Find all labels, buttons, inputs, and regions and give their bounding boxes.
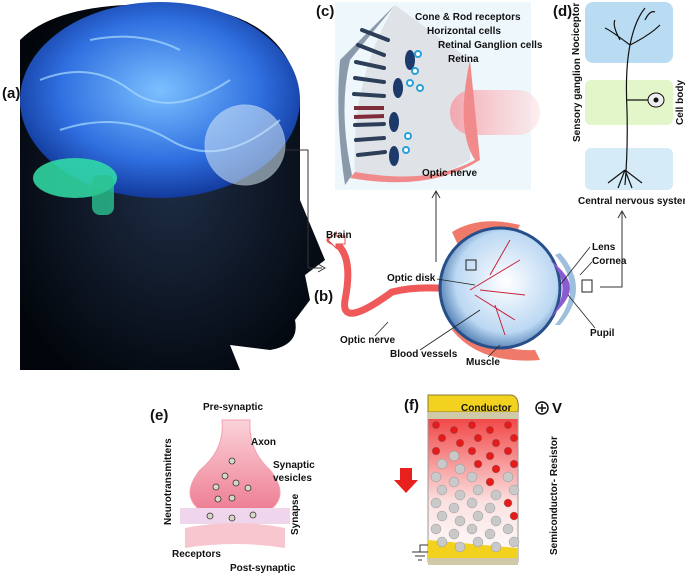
oxygen-vacancy-atom	[504, 447, 512, 455]
eyeball	[440, 228, 560, 348]
lattice-atom	[437, 511, 447, 521]
label-synaptic-vesicles-2: vesicles	[273, 473, 312, 484]
lattice-atom	[473, 485, 483, 495]
lattice-atom	[509, 537, 519, 547]
lattice-atom	[431, 472, 441, 482]
lattice-atom	[503, 472, 513, 482]
oxygen-vacancy-atom	[474, 434, 482, 442]
label-ganglion-cells: Retinal Ganglion cells	[438, 40, 543, 51]
oxygen-vacancy-atom	[468, 447, 476, 455]
label-optic-nerve-b: Optic nerve	[340, 335, 395, 346]
oxygen-vacancy-atom	[486, 452, 494, 460]
label-post-synaptic: Post-synaptic	[230, 563, 296, 574]
label-synapse: Synapse	[290, 493, 301, 535]
oxygen-vacancy-atom	[504, 421, 512, 429]
panel-label-f: (f)	[404, 397, 419, 414]
oxygen-vacancy-atom	[510, 460, 518, 468]
lattice-atom	[485, 529, 495, 539]
lattice-atom	[473, 537, 483, 547]
lattice-atom	[437, 459, 447, 469]
label-retina: Retina	[448, 54, 479, 65]
lattice-atom	[503, 524, 513, 534]
label-cell-body: Cell body	[675, 80, 685, 125]
label-optic-nerve-c: Optic nerve	[422, 168, 477, 179]
lattice-atom	[449, 503, 459, 513]
label-cns: Central nervous system	[578, 196, 685, 207]
oxygen-vacancy-atom	[432, 421, 440, 429]
light-beam	[450, 90, 540, 135]
oxygen-vacancy-atom	[474, 460, 482, 468]
lattice-atom	[449, 451, 459, 461]
oxygen-vacancy-atom	[504, 499, 512, 507]
label-cornea: Cornea	[592, 256, 627, 267]
lattice-atom	[485, 503, 495, 513]
lattice-atom	[449, 529, 459, 539]
panel-label-a: (a)	[2, 85, 20, 102]
label-cone-rod: Cone & Rod receptors	[415, 12, 521, 23]
eye-magnifier-circle	[205, 105, 285, 185]
oxygen-vacancy-atom	[510, 512, 518, 520]
lattice-atom	[431, 524, 441, 534]
lattice-atom	[467, 472, 477, 482]
lattice-atom	[491, 516, 501, 526]
ground-icon	[412, 545, 428, 560]
lattice-atom	[467, 498, 477, 508]
label-horizontal-cells: Horizontal cells	[427, 26, 501, 37]
label-conductor: Conductor	[461, 403, 512, 414]
label-voltage: V	[552, 400, 562, 417]
label-neurotransmitters: Neurotransmitters	[163, 438, 174, 525]
oxygen-vacancy-atom	[456, 439, 464, 447]
lattice-atom	[491, 490, 501, 500]
oxygen-vacancy-atom	[492, 465, 500, 473]
lattice-atom	[455, 464, 465, 474]
lattice-atom	[449, 477, 459, 487]
label-optic-disk: Optic disk	[387, 273, 436, 284]
label-nociceptor: Nociceptor	[571, 3, 582, 55]
label-muscle: Muscle	[466, 357, 500, 368]
lattice-atom	[455, 490, 465, 500]
nociceptor-panel: (d) Nociceptor Sensory ganglion Cell bod…	[553, 2, 685, 207]
lattice-atom	[455, 542, 465, 552]
oxygen-vacancy-atom	[510, 434, 518, 442]
panel-label-c: (c)	[316, 3, 334, 20]
lattice-atom	[437, 537, 447, 547]
memristor-panel: (f) Conductor V Semiconductor- Resistor	[394, 395, 562, 565]
label-axon: Axon	[251, 437, 276, 448]
eye-panel: Brain (b) Optic disk Optic nerve Blood v…	[314, 221, 627, 368]
label-semiconductor-resistor: Semiconductor- Resistor	[549, 436, 560, 555]
label-blood-vessels: Blood vessels	[390, 349, 458, 360]
label-lens: Lens	[592, 242, 616, 253]
panel-label-e: (e)	[150, 407, 168, 424]
label-pupil: Pupil	[590, 328, 615, 339]
oxygen-vacancy-atom	[450, 426, 458, 434]
oxygen-vacancy-atom	[486, 426, 494, 434]
panel-label-b: (b)	[314, 288, 333, 305]
label-pre-synaptic: Pre-synaptic	[203, 402, 263, 413]
lattice-atom	[509, 485, 519, 495]
lattice-atom	[437, 485, 447, 495]
oxygen-vacancy-atom	[432, 447, 440, 455]
retina-panel: Cone & Rod receptors Horizontal cells Re…	[316, 2, 543, 190]
synapse-panel: (e) Pre-synaptic Axon Synaptic vesicles …	[150, 402, 315, 574]
label-receptors: Receptors	[172, 549, 221, 560]
oxygen-vacancy-atom	[486, 478, 494, 486]
label-synaptic-vesicles-1: Synaptic	[273, 460, 315, 471]
oxygen-vacancy-atom	[438, 434, 446, 442]
down-arrow-icon	[394, 468, 418, 493]
oxygen-vacancy-atom	[492, 439, 500, 447]
lattice-atom	[491, 542, 501, 552]
panel-label-d: (d)	[553, 3, 572, 20]
lattice-atom	[473, 511, 483, 521]
oxygen-vacancy-atom	[468, 421, 476, 429]
label-brain: Brain	[326, 230, 352, 241]
label-sensory-ganglion: Sensory ganglion	[572, 58, 583, 142]
human-head-illustration: (a)	[2, 2, 325, 370]
lattice-atom	[431, 498, 441, 508]
lattice-atom	[467, 524, 477, 534]
lattice-atom	[455, 516, 465, 526]
